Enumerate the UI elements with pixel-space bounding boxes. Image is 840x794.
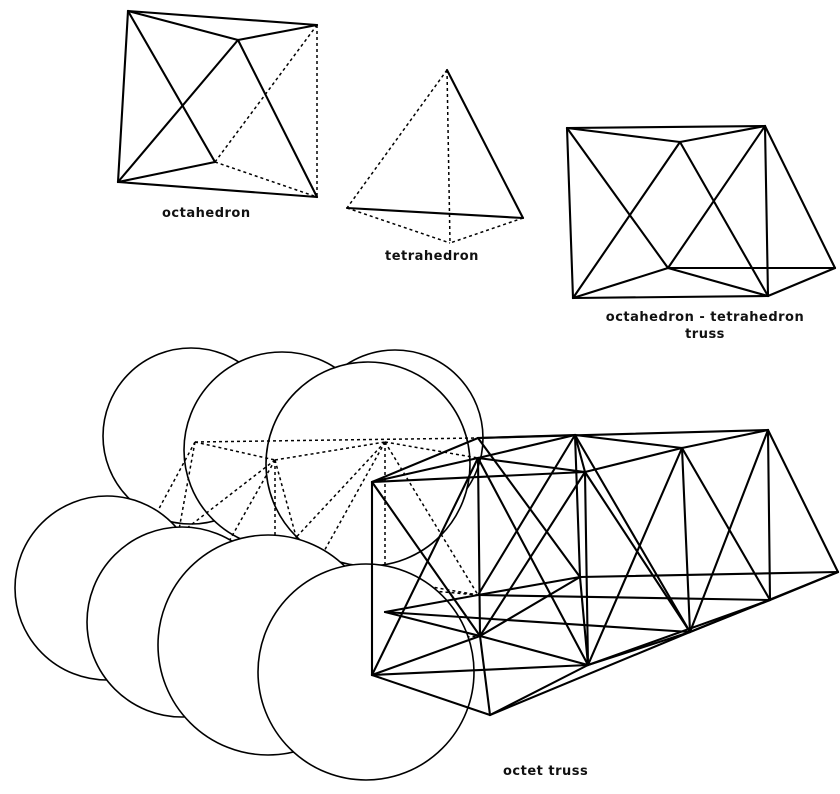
tetrahedron-drawing — [347, 70, 523, 243]
tetrahedron-label: tetrahedron — [385, 249, 479, 264]
octahedron-tetrahedron-truss-drawing — [567, 126, 835, 298]
octet-truss-drawing — [15, 348, 838, 780]
octahedron-tetrahedron-truss-label-line2: truss — [585, 326, 825, 343]
octahedron-tetrahedron-truss-label: octahedron - tetrahedron truss — [585, 309, 825, 343]
octahedron-drawing — [118, 11, 317, 197]
octahedron-tetrahedron-truss-label-line1: octahedron - tetrahedron — [585, 309, 825, 326]
octet-truss-label: octet truss — [503, 764, 588, 779]
octahedron-label: octahedron — [162, 206, 251, 221]
